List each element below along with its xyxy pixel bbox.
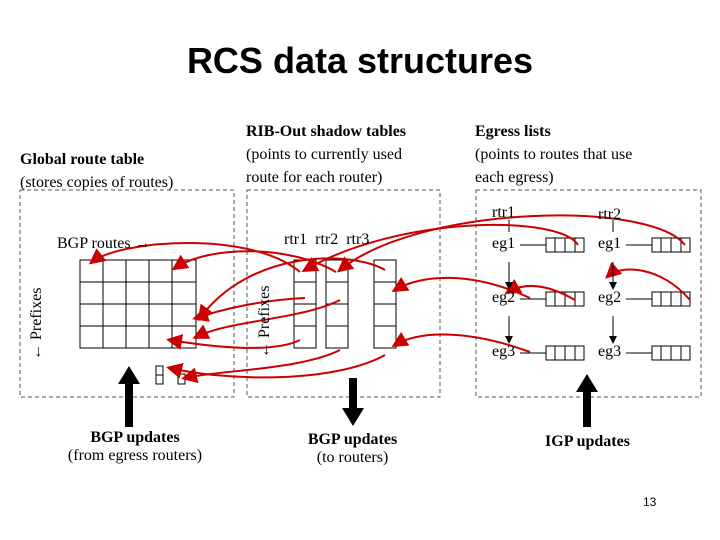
egress-subtitle-2: each egress) (475, 169, 554, 186)
egress-eg1-rtr1: eg1 (492, 235, 516, 252)
bgp-from-egress-label: BGP updates (from egress routers) (40, 429, 230, 465)
bgp-from-line2: (from egress routers) (67, 447, 203, 464)
arrow-left-icon: ← (28, 344, 45, 360)
global-table-title: Global route table (20, 151, 145, 168)
egress-eg3-rtr2: eg3 (598, 343, 622, 360)
egress-chains (508, 220, 691, 361)
rib-out-heading: RIB-Out shadow tables (points to current… (246, 120, 406, 189)
global-route-grid (79, 259, 197, 349)
rib-out-columns (293, 259, 397, 349)
update-arrows (118, 366, 598, 427)
rib-out-title: RIB-Out shadow tables (246, 123, 407, 140)
global-table-subtitle: (stores copies of routes) (20, 174, 174, 191)
rib-out-subtitle-1: (points to currently used (246, 146, 402, 163)
page-number: 13 (643, 495, 657, 509)
igp-line1: IGP updates (545, 433, 630, 450)
bgp-from-line1: BGP updates (90, 429, 180, 446)
rib-out-subtitle-2: route for each router) (246, 169, 383, 186)
egress-eg1-rtr2: eg1 (598, 235, 622, 252)
egress-box (475, 189, 702, 398)
igp-arrow (576, 374, 598, 427)
global-table-box (19, 189, 235, 398)
rib-out-box (246, 189, 441, 398)
bgp-from-arrow (118, 366, 140, 427)
rib-col-rtr2: rtr2 (315, 231, 339, 248)
rib-out-column-labels: rtr1 rtr2 rtr3 (284, 231, 369, 249)
bgp-to-line2: (to routers) (316, 449, 389, 466)
bgp-to-routers-label: BGP updates (to routers) (270, 431, 435, 467)
egress-eg2-rtr2: eg2 (598, 289, 622, 306)
egress-subtitle-1: (points to routes that use (475, 146, 633, 163)
rib-col-rtr1: rtr1 (284, 231, 308, 248)
egress-heading: Egress lists (points to routes that use … (475, 120, 632, 189)
egress-down-arrows (505, 262, 617, 344)
arrow-left-icon: ← (256, 342, 273, 358)
egress-router-rtr1: rtr1 (492, 204, 516, 221)
eg1-rtr1-chain (545, 237, 585, 253)
rib-col-rtr3: rtr3 (346, 231, 370, 248)
eg3-rtr1-chain (545, 345, 585, 361)
arrow-right-icon: → (134, 235, 151, 252)
bgp-to-line1: BGP updates (307, 431, 398, 448)
rib-prefixes-label: ← Prefixes (256, 285, 273, 358)
bgp-to-arrow (342, 378, 364, 426)
egress-eg3-rtr1: eg3 (492, 343, 516, 360)
egress-title: Egress lists (475, 123, 551, 140)
slide-title: RCS data structures (186, 40, 534, 81)
egress-router-rtr2: rtr2 (598, 206, 622, 223)
eg3-rtr2-chain (651, 345, 691, 361)
egress-eg2-rtr1: eg2 (492, 289, 516, 306)
global-table-heading: Global route table (stores copies of rou… (20, 148, 173, 194)
global-prefixes-label: ← Prefixes (28, 287, 45, 360)
bgp-routes-label: BGP routes → (57, 235, 151, 252)
igp-updates-label: IGP updates (520, 433, 655, 451)
